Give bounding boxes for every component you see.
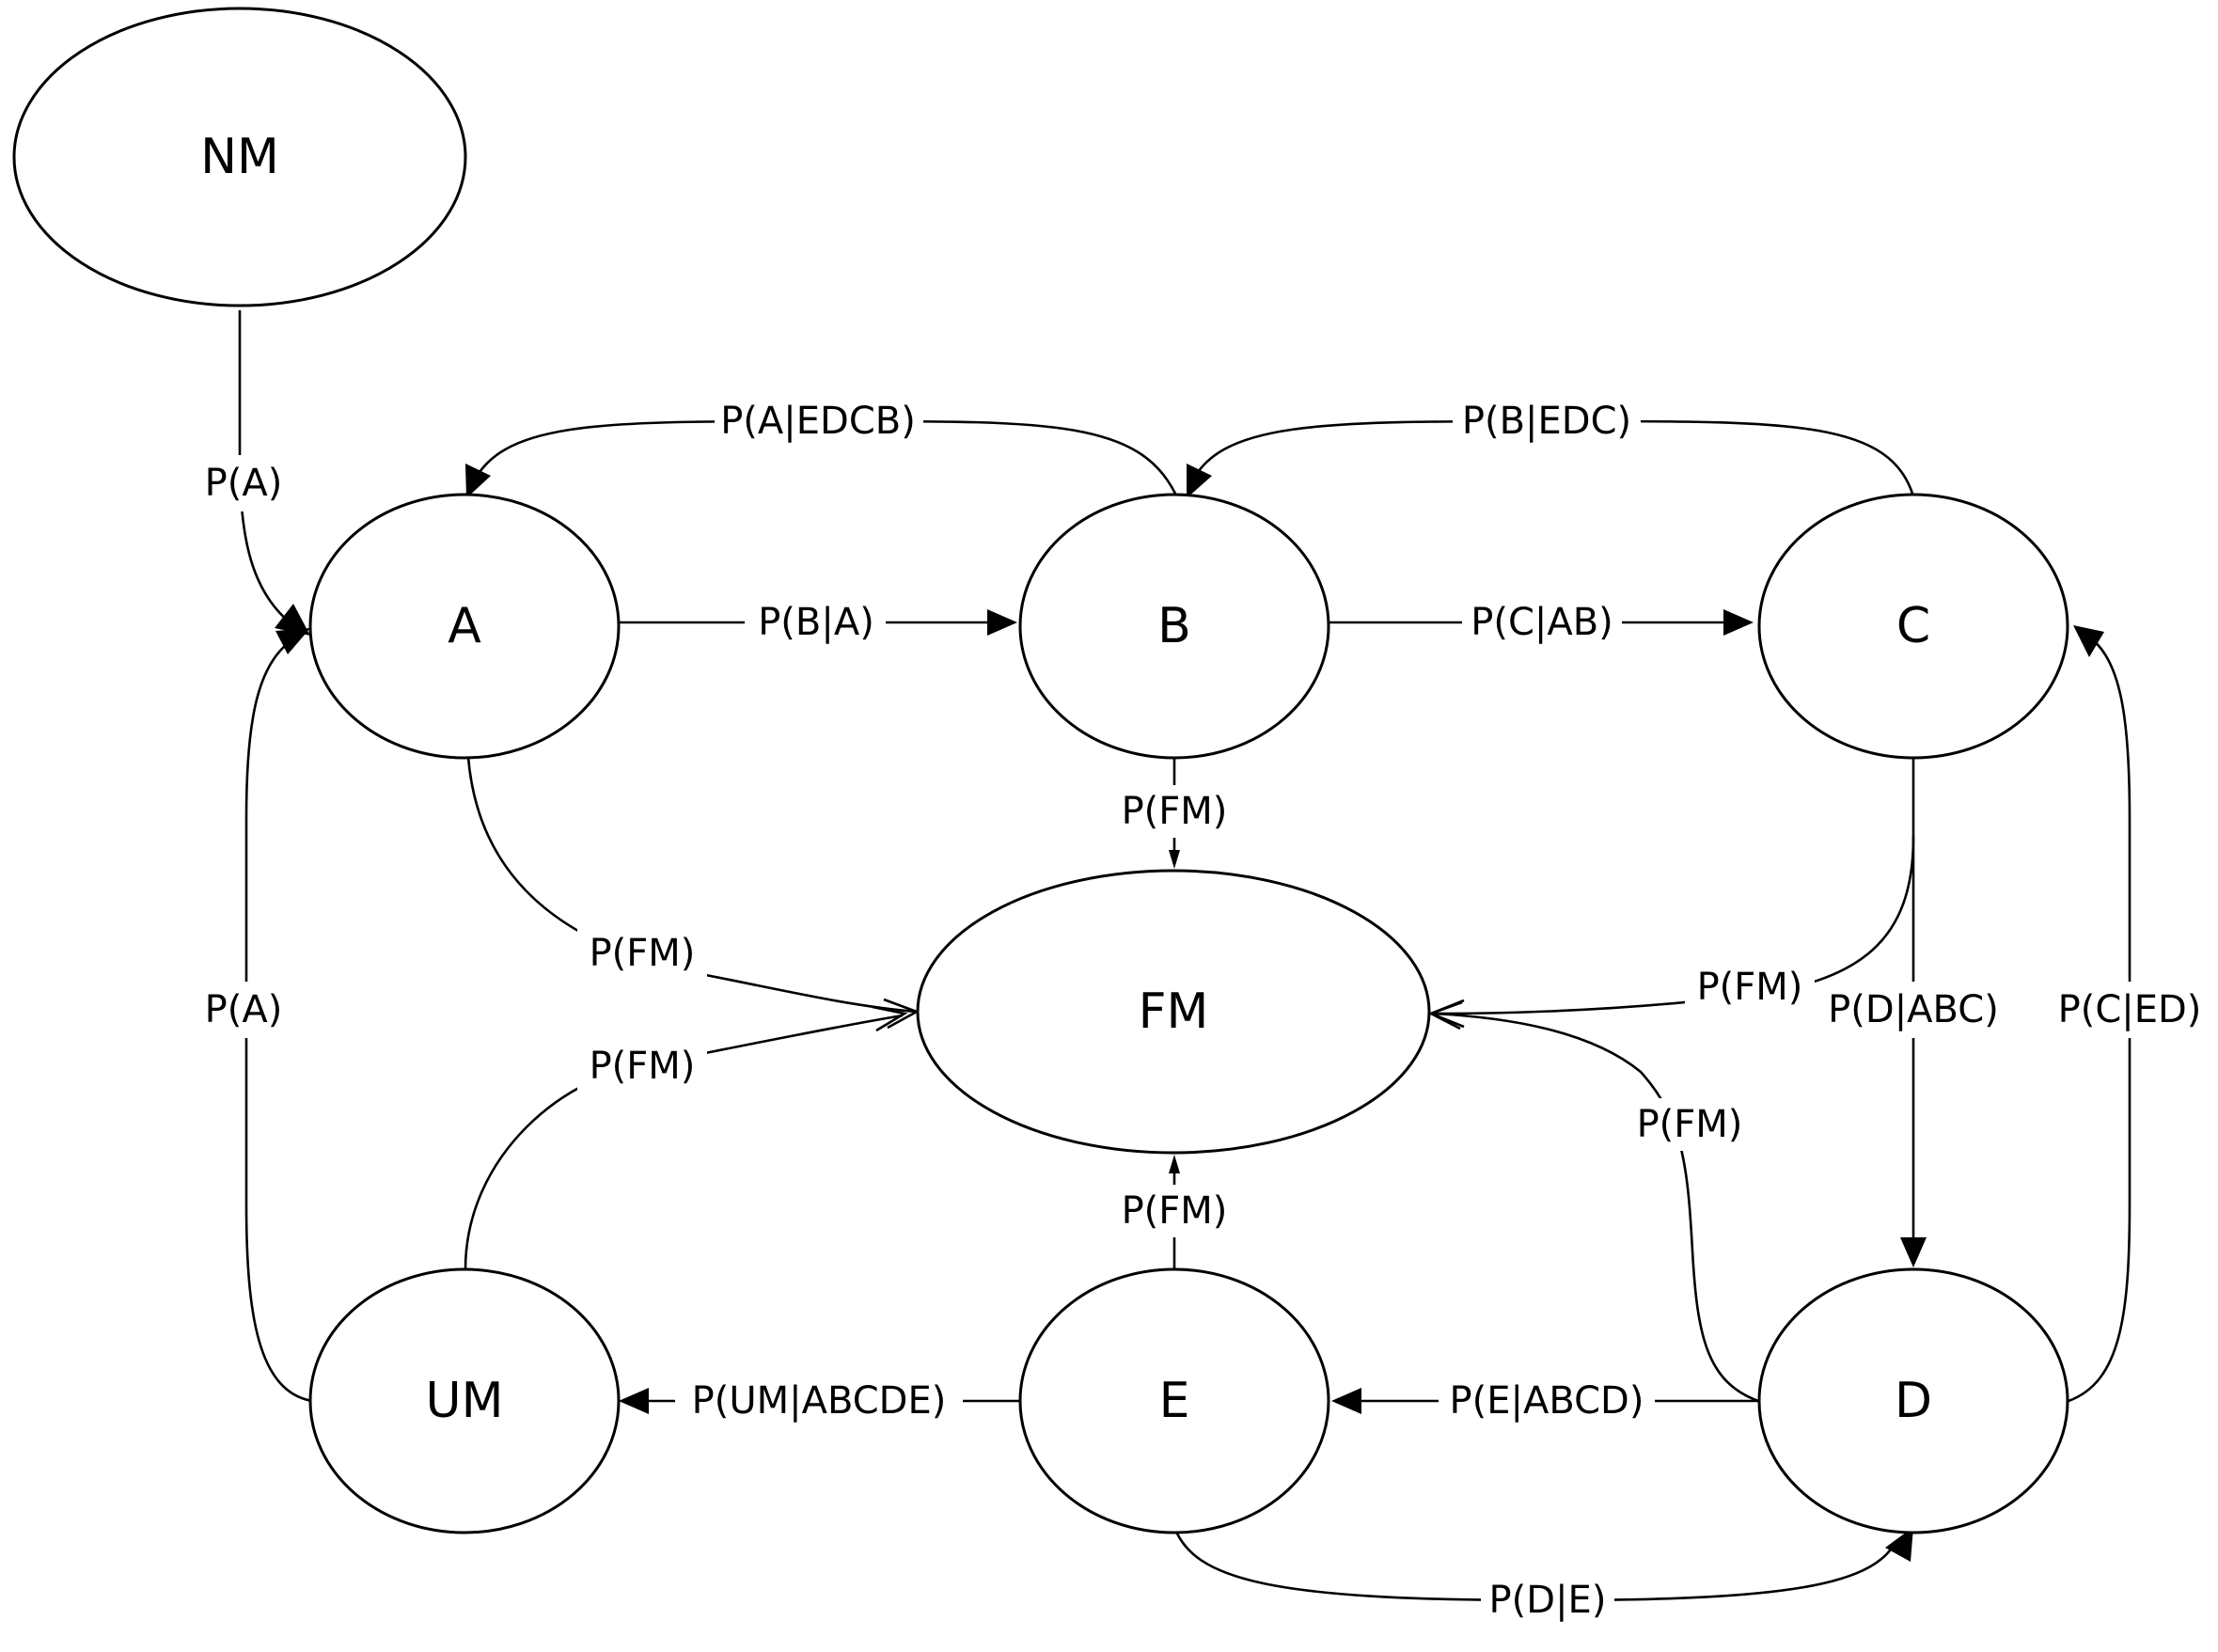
edge-b-to-fm: P(FM) [1109, 757, 1239, 869]
arrow-head [2073, 625, 2104, 657]
node-label: C [1896, 598, 1930, 654]
node-label: NM [200, 129, 279, 185]
edge-label: P(C|ED) [2058, 988, 2202, 1031]
arrow-head [872, 1005, 908, 1032]
edge-nm-to-a: P(A) [196, 310, 310, 636]
edge-um-to-fm: P(FM) [464, 1005, 908, 1270]
node-d: D [1757, 1267, 2069, 1534]
node-a: A [308, 493, 621, 760]
edge-e-to-fm: P(FM) [1109, 1155, 1239, 1269]
edge-label: P(D|ABC) [1828, 988, 1999, 1031]
edge-um-to-a: P(A) [196, 628, 313, 1403]
edge-b-to-a: P(A|EDCB) [465, 395, 1177, 498]
edge-b-to-c: P(C|AB) [1329, 596, 1754, 649]
node-label: D [1895, 1373, 1932, 1429]
node-fm: FM [916, 869, 1431, 1155]
edge-a-to-fm: P(FM) [466, 756, 920, 1030]
arrow-head [275, 628, 310, 654]
edge-e-to-um: P(UM|ABCDE) [619, 1375, 1019, 1427]
arrow-head [1331, 1388, 1361, 1414]
edge-label: P(D|E) [1489, 1579, 1607, 1622]
arrow-head [987, 609, 1017, 636]
arrow-head [1885, 1527, 1913, 1562]
edge-label: P(E|ABCD) [1450, 1379, 1644, 1423]
edge-d-to-fm: P(FM) [1427, 1000, 1759, 1403]
edge-label: P(A) [205, 988, 283, 1031]
edge-c-to-fm: P(FM) [1427, 836, 1915, 1029]
arrow-head [1169, 850, 1180, 869]
edge-c-to-d: P(D|ABC) [1819, 757, 2007, 1267]
edge-label: P(FM) [590, 1045, 696, 1088]
arrow-head [1169, 1155, 1180, 1173]
edge-label: P(FM) [1122, 790, 1228, 833]
arrow-head [465, 464, 491, 498]
edge-label: P(FM) [590, 932, 696, 975]
node-label: UM [426, 1373, 504, 1429]
edge-label: P(A) [205, 462, 283, 505]
node-label: A [448, 598, 481, 654]
arrow-head [1900, 1237, 1927, 1267]
node-label: FM [1139, 983, 1209, 1040]
node-label: B [1157, 598, 1191, 654]
edge-label: P(UM|ABCDE) [692, 1379, 947, 1423]
edge-d-to-e: P(E|ABCD) [1331, 1375, 1758, 1427]
edge-label: P(B|A) [758, 601, 874, 644]
edge-label: P(FM) [1122, 1189, 1228, 1233]
node-nm: NM [12, 7, 467, 307]
node-um: UM [308, 1267, 621, 1534]
node-b: B [1018, 493, 1330, 760]
node-label: E [1159, 1373, 1190, 1429]
arrow-head [275, 604, 310, 636]
edge-label: P(A|EDCB) [720, 400, 916, 443]
edge-label: P(FM) [1697, 966, 1803, 1009]
edge-label: P(FM) [1637, 1103, 1743, 1146]
node-c: C [1757, 493, 2069, 760]
edge-e-to-d: P(D|E) [1172, 1526, 1913, 1627]
arrow-head [1187, 464, 1212, 498]
edge-c-to-b: P(B|EDC) [1187, 395, 1915, 498]
node-e: E [1018, 1267, 1330, 1534]
arrow-head [619, 1388, 649, 1414]
edge-label: P(C|AB) [1471, 601, 1613, 644]
edge-a-to-b: P(B|A) [619, 596, 1017, 649]
arrow-head [1723, 609, 1754, 636]
edge-d-to-c: P(C|ED) [2050, 625, 2210, 1403]
arrow-head [1427, 1000, 1463, 1031]
edge-label: P(B|EDC) [1462, 400, 1631, 443]
